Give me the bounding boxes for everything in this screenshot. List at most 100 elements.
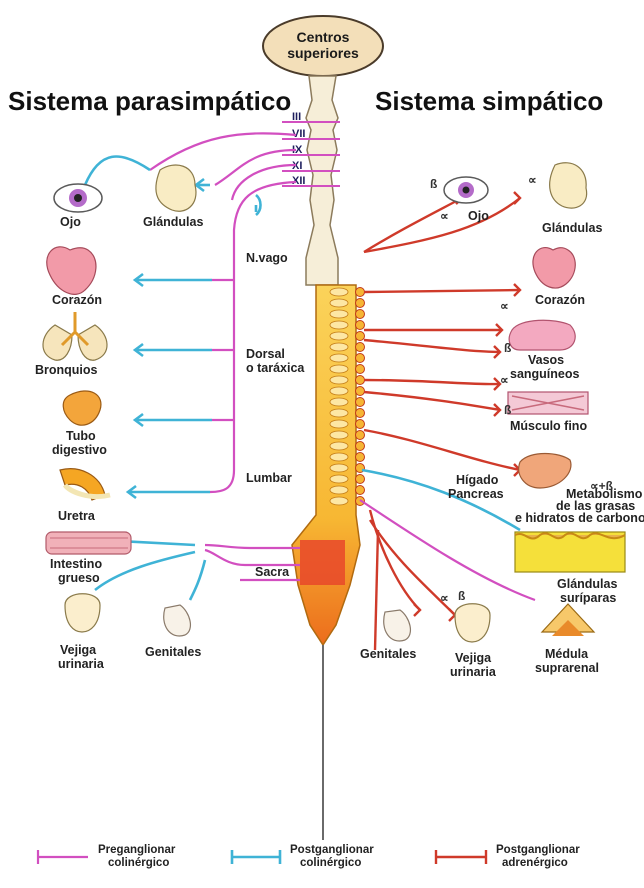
stomach-icon bbox=[63, 391, 101, 425]
organ-glandulas-left: Glándulas bbox=[143, 215, 203, 229]
organ-bronquios: Bronquios bbox=[35, 363, 98, 377]
liver-icon bbox=[519, 454, 571, 489]
cord-segment bbox=[330, 343, 348, 351]
receptor-alpha-muscle: ∝ bbox=[500, 373, 509, 387]
organ-digestivo: digestivo bbox=[52, 443, 107, 457]
organ-urinaria-left: urinaria bbox=[58, 657, 105, 671]
organ-sanguineos: sanguíneos bbox=[510, 367, 580, 381]
eye-icon-right bbox=[444, 177, 488, 203]
cord-segment bbox=[330, 365, 348, 373]
genitals-icon-left bbox=[164, 605, 191, 636]
cranial-nerve-label: III bbox=[292, 111, 301, 123]
organ-grueso: grueso bbox=[58, 571, 100, 585]
sympathetic-ganglion bbox=[356, 332, 365, 341]
cord-segment bbox=[330, 486, 348, 494]
centros-superiores: Centros superiores bbox=[263, 16, 383, 76]
sympathetic-ganglion bbox=[356, 321, 365, 330]
organ-higado: Hígado bbox=[456, 473, 499, 487]
organ-vejiga-right: Vejiga bbox=[455, 651, 492, 665]
segment-sacra: Sacra bbox=[255, 565, 290, 579]
organ-suprarenal: suprarenal bbox=[535, 661, 599, 675]
cord-segment bbox=[330, 398, 348, 406]
muscle-icon bbox=[508, 392, 588, 414]
adrenergic-ending bbox=[414, 604, 420, 616]
parasympathetic-header: Sistema parasimpático bbox=[8, 86, 291, 116]
sympathetic-ganglion bbox=[356, 376, 365, 385]
segment-vago: N.vago bbox=[246, 251, 288, 265]
legend-postganglionic-adrenergic: Postganglionar adrenérgico bbox=[436, 844, 580, 869]
legend-post-line1: Postganglionar bbox=[290, 844, 374, 856]
cord-segment bbox=[330, 299, 348, 307]
organ-corazon-left: Corazón bbox=[52, 293, 102, 307]
cord-segment bbox=[330, 420, 348, 428]
organ-genitales-left: Genitales bbox=[145, 645, 201, 659]
legend-adr-line2: adrenérgico bbox=[502, 857, 568, 869]
sympathetic-ganglion bbox=[356, 299, 365, 308]
organ-vasos: Vasos bbox=[528, 353, 564, 367]
sympathetic-ganglion bbox=[356, 398, 365, 407]
organ-ojo-left: Ojo bbox=[60, 215, 81, 229]
cord-segment bbox=[330, 387, 348, 395]
receptor-beta-muscle: ß bbox=[504, 403, 511, 417]
receptor-beta-bladder: ß bbox=[458, 589, 465, 603]
cord-segment bbox=[330, 288, 348, 296]
sympathetic-ganglion bbox=[356, 288, 365, 297]
sympathetic-pathways bbox=[360, 198, 535, 650]
organ-ojo-right: Ojo bbox=[468, 209, 489, 223]
sympathetic-ganglion bbox=[356, 387, 365, 396]
cord-segment bbox=[330, 464, 348, 472]
sympathetic-ganglion bbox=[356, 475, 365, 484]
legend-pre-line2: colinérgico bbox=[108, 857, 169, 869]
lungs-icon bbox=[43, 312, 107, 360]
organ-hidratos: e hidratos de carbono bbox=[515, 511, 644, 525]
receptor-alpha-bladder: ∝ bbox=[440, 591, 449, 605]
organ-genitales-right: Genitales bbox=[360, 647, 416, 661]
ureter-icon bbox=[60, 469, 110, 500]
legend-pre-line1: Preganglionar bbox=[98, 844, 176, 856]
brainstem bbox=[306, 76, 338, 285]
receptor-metab: ∝+ß bbox=[590, 479, 613, 493]
organ-corazon-right: Corazón bbox=[535, 293, 585, 307]
cord-segment bbox=[330, 453, 348, 461]
sympathetic-ganglion bbox=[356, 343, 365, 352]
centros-label: Centros bbox=[297, 29, 350, 45]
legend-preganglionic: Preganglionar colinérgico bbox=[38, 844, 176, 869]
cord-segment bbox=[330, 332, 348, 340]
organ-intestino: Intestino bbox=[50, 557, 102, 571]
cord-segment bbox=[330, 442, 348, 450]
receptor-beta-eye: ß bbox=[430, 177, 437, 191]
eye-icon-left bbox=[54, 184, 102, 212]
organ-musculo: Músculo fino bbox=[510, 419, 587, 433]
organ-medula: Médula bbox=[545, 647, 589, 661]
sympathetic-ganglion bbox=[356, 409, 365, 418]
adrenergic-ending bbox=[514, 192, 520, 204]
organ-vejiga-left: Vejiga bbox=[60, 643, 97, 657]
cord-segment bbox=[330, 354, 348, 362]
receptor-alpha-gland: ∝ bbox=[528, 173, 537, 187]
adrenal-icon bbox=[542, 604, 594, 636]
bladder-icon-left bbox=[65, 594, 100, 632]
cord-segment bbox=[330, 310, 348, 318]
glands-icon-left bbox=[156, 165, 196, 211]
sympathetic-ganglion bbox=[356, 486, 365, 495]
organ-glandulas-right: Glándulas bbox=[542, 221, 602, 235]
receptor-alpha-eye: ∝ bbox=[440, 209, 449, 223]
cord-segment bbox=[330, 321, 348, 329]
sympathetic-ganglion bbox=[356, 431, 365, 440]
legend: Preganglionar colinérgico Postganglionar… bbox=[38, 844, 580, 869]
organ-pancreas: Pancreas bbox=[448, 487, 504, 501]
organ-uretra: Uretra bbox=[58, 509, 96, 523]
sympathetic-ganglion bbox=[356, 420, 365, 429]
adrenergic-ending bbox=[449, 609, 455, 621]
cord-segment bbox=[330, 475, 348, 483]
segment-lumbar: Lumbar bbox=[246, 471, 292, 485]
cord-segment bbox=[330, 431, 348, 439]
legend-post-line2: colinérgico bbox=[300, 857, 361, 869]
heart-icon-left bbox=[47, 247, 96, 295]
sympathetic-header: Sistema simpático bbox=[375, 86, 603, 116]
sweat-gland-icon bbox=[515, 532, 625, 572]
receptor-alpha-heart: ∝ bbox=[500, 299, 509, 313]
sympathetic-ganglion bbox=[356, 354, 365, 363]
sympathetic-ganglion bbox=[356, 442, 365, 451]
organ-glandulas-sud: Glándulas bbox=[557, 577, 617, 591]
